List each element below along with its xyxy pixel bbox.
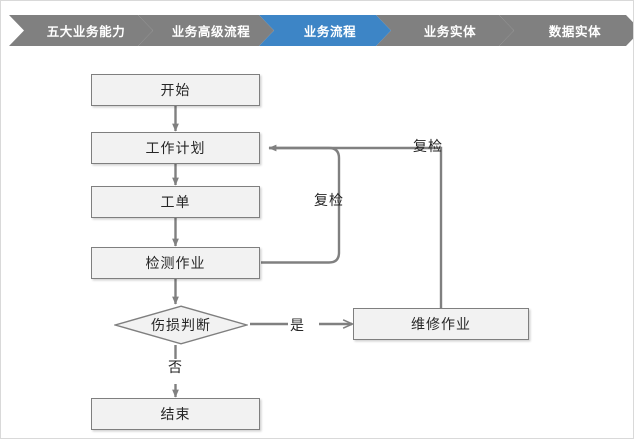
breadcrumb-item-4-label: 数据实体 [548, 25, 602, 39]
breadcrumb-item-2-active[interactable]: 业务流程 [259, 15, 391, 46]
node-work-order[interactable]: 工单 [91, 186, 260, 218]
node-start[interactable]: 开始 [91, 74, 260, 106]
breadcrumb-item-1-label: 业务高级流程 [171, 25, 251, 39]
node-end-label: 结束 [160, 406, 191, 422]
node-work-plan[interactable]: 工作计划 [91, 132, 260, 164]
diamond-shape [114, 305, 248, 345]
breadcrumb-item-1[interactable]: 业务高级流程 [138, 15, 274, 46]
node-damage-decision-label: 伤损判断 [151, 317, 211, 333]
node-inspection[interactable]: 检测作业 [91, 247, 260, 279]
node-start-label: 开始 [160, 82, 191, 98]
node-repair-label: 维修作业 [411, 316, 471, 332]
breadcrumb: 五大业务能力 业务高级流程 业务流程 业务实体 数据实体 [1, 1, 634, 59]
breadcrumb-item-3[interactable]: 业务实体 [376, 15, 514, 46]
node-repair[interactable]: 维修作业 [353, 308, 529, 340]
node-work-order-label: 工单 [160, 194, 191, 210]
flowchart: 开始 工作计划 工单 检测作业 伤损判断 维修作业 结束 复检 复检 是 否 [1, 59, 633, 438]
edge-recheck-outer [269, 146, 443, 308]
breadcrumb-item-0-label: 五大业务能力 [46, 25, 126, 39]
node-damage-decision[interactable]: 伤损判断 [114, 305, 248, 345]
edge-label-recheck-inner: 复检 [314, 192, 344, 208]
node-inspection-label: 检测作业 [145, 255, 206, 271]
edge-label-no: 否 [168, 359, 183, 375]
node-end[interactable]: 结束 [91, 398, 260, 430]
edge-label-recheck-outer: 复检 [413, 138, 443, 154]
breadcrumb-item-2-label: 业务流程 [303, 25, 357, 39]
node-work-plan-label: 工作计划 [145, 140, 206, 156]
breadcrumb-item-0[interactable]: 五大业务能力 [9, 15, 153, 46]
breadcrumb-item-4[interactable]: 数据实体 [499, 15, 634, 46]
flowchart-connectors [172, 106, 443, 398]
edge-label-yes: 是 [290, 317, 305, 333]
breadcrumb-item-3-label: 业务实体 [423, 25, 477, 39]
